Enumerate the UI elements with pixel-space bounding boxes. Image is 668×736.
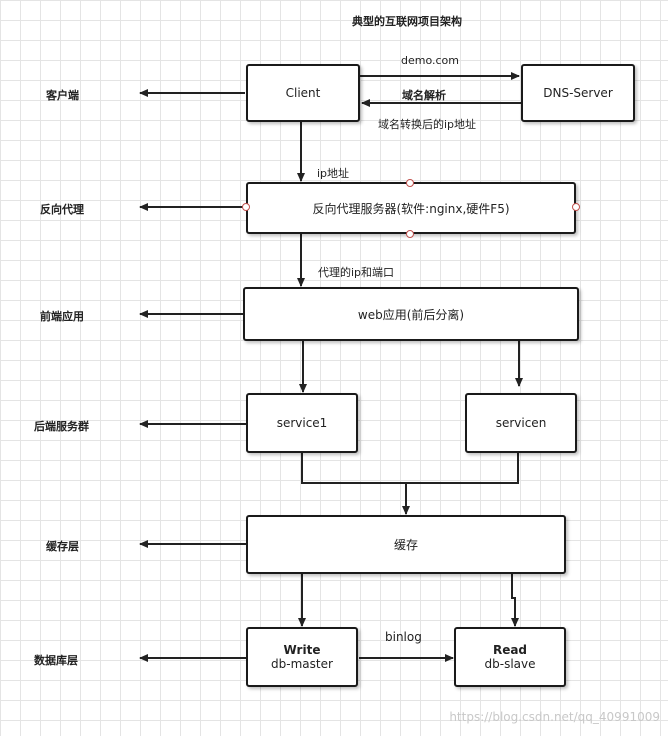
cache-box: 缓存 [246, 515, 566, 574]
layer-label-frontend: 前端应用 [40, 310, 84, 323]
db-master-title: Write [283, 643, 321, 657]
db-master-label: db-master [271, 657, 333, 671]
layer-label-backend: 后端服务群 [34, 420, 89, 433]
edge-servicen-merge [406, 453, 519, 484]
edge-label-ip: ip地址 [317, 167, 350, 180]
web-app-box-label: web应用(前后分离) [357, 307, 465, 322]
selection-handle-right [572, 203, 580, 211]
layer-label-database: 数据库层 [34, 654, 78, 667]
edge-label-dns-resolve: 域名解析 [402, 89, 446, 102]
db-master-box: Write db-master [246, 627, 358, 687]
client-box-label: Client [285, 86, 321, 100]
edge-cache-read [511, 574, 519, 627]
layer-label-cache: 缓存层 [46, 540, 79, 553]
diagram-title: 典型的互联网项目架构 [352, 15, 462, 28]
edge-service1-merge [301, 453, 406, 484]
selection-handle-left [242, 203, 250, 211]
layer-label-proxy: 反向代理 [40, 203, 84, 216]
service1-box: service1 [246, 393, 358, 453]
layer-label-client: 客户端 [46, 89, 79, 102]
servicen-box: servicen [465, 393, 577, 453]
edge-label-dns-convert: 域名转换后的ip地址 [378, 118, 477, 131]
servicen-box-label: servicen [495, 416, 547, 430]
dns-server-box-label: DNS-Server [543, 86, 613, 100]
reverse-proxy-box: 反向代理服务器(软件:nginx,硬件F5) [246, 182, 576, 234]
edge-label-binlog: binlog [385, 630, 422, 644]
edge-label-proxy-ip-port: 代理的ip和端口 [318, 266, 395, 279]
dns-server-box: DNS-Server [521, 64, 635, 122]
selection-handle-top [406, 179, 414, 187]
service1-box-label: service1 [276, 416, 328, 430]
edge-label-demo: demo.com [401, 54, 459, 67]
cache-box-label: 缓存 [393, 538, 418, 552]
db-slave-title: Read [492, 643, 528, 657]
db-slave-box: Read db-slave [454, 627, 566, 687]
reverse-proxy-box-label: 反向代理服务器(软件:nginx,硬件F5) [312, 201, 510, 216]
selection-handle-bottom [406, 230, 414, 238]
watermark: https://blog.csdn.net/qq_40991009 [449, 710, 660, 724]
client-box: Client [246, 64, 360, 122]
web-app-box: web应用(前后分离) [243, 287, 579, 341]
db-slave-label: db-slave [484, 657, 536, 671]
